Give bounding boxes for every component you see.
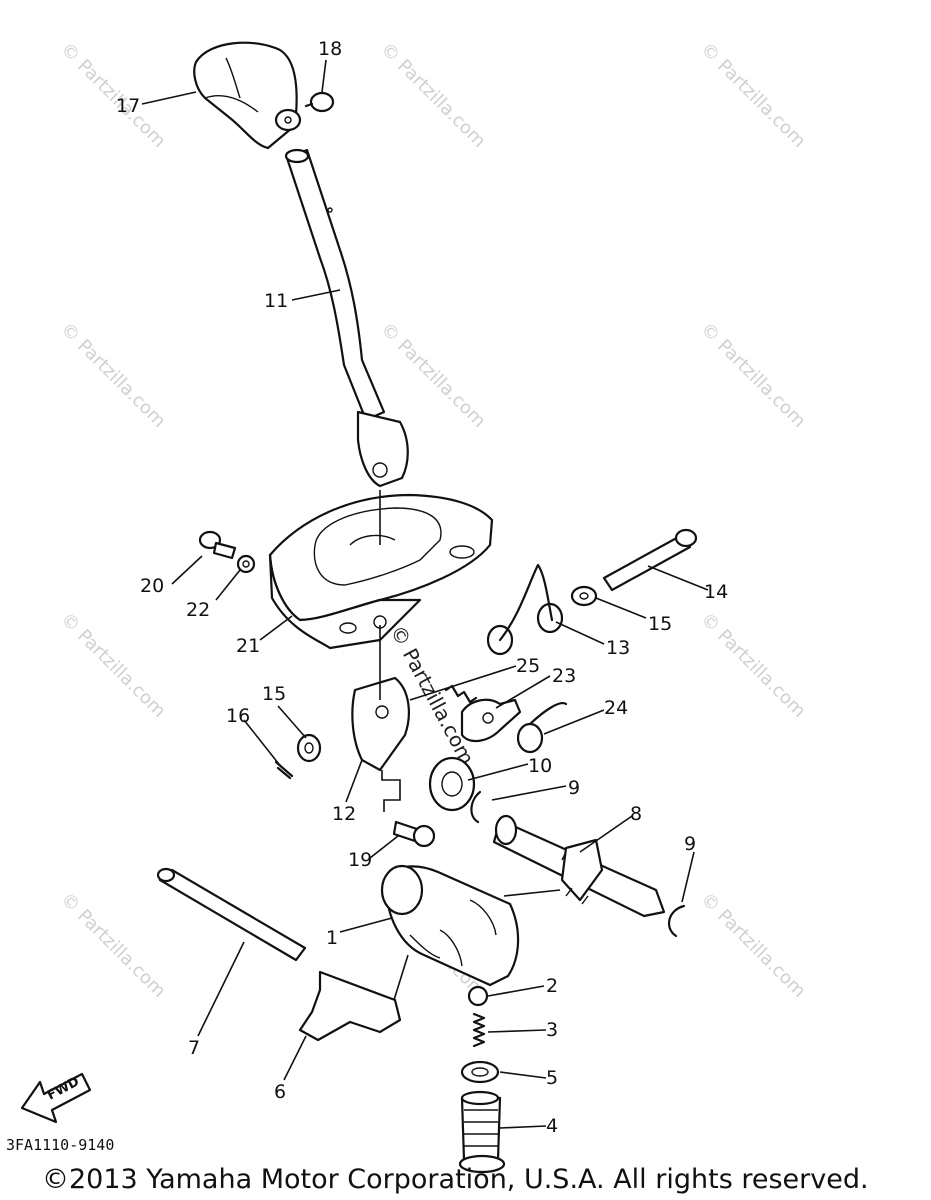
part-4-plug-bolt <box>458 1090 506 1174</box>
callout-24: 24 <box>604 697 628 719</box>
part-20-bolt <box>198 530 237 560</box>
watermark-text: © Partzilla.com <box>696 609 809 722</box>
part-23-stopper <box>460 698 522 743</box>
part-6-shift-fork <box>298 954 409 1042</box>
part-17-shift-knob <box>193 41 302 150</box>
part-19-bolt <box>392 820 436 848</box>
callout-23: 23 <box>552 665 576 687</box>
part-22-washer <box>236 554 256 574</box>
callout-11: 11 <box>264 290 288 312</box>
callout-2: 2 <box>546 975 558 997</box>
watermark-text: © Partzilla.com <box>696 319 809 432</box>
watermark-text: © Partzilla.com <box>376 39 489 152</box>
part-3-spring <box>472 1012 486 1048</box>
part-25-spring-small <box>444 684 478 704</box>
fwd-arrow-icon: FWD <box>20 1072 92 1124</box>
callout-14: 14 <box>704 581 728 603</box>
watermark-text: © Partzilla.com <box>56 39 169 152</box>
watermark-text: © Partzilla.com <box>696 889 809 1002</box>
watermark-text: © Partzilla.com <box>56 319 169 432</box>
callout-9-upper: 9 <box>568 777 580 799</box>
callout-13: 13 <box>606 637 630 659</box>
part-10-bearing <box>428 756 476 812</box>
part-14-pin <box>602 528 698 592</box>
callout-16: 16 <box>226 705 250 727</box>
callout-15-upper: 15 <box>648 613 672 635</box>
callout-22: 22 <box>186 599 210 621</box>
part-24-torsion-spring <box>516 702 568 754</box>
callout-17: 17 <box>116 95 140 117</box>
callout-1: 1 <box>326 927 338 949</box>
watermark-text: © Partzilla.com <box>696 39 809 152</box>
drawing-code: 3FA1110-9140 <box>6 1136 114 1154</box>
part-7-guide-bar <box>156 867 307 962</box>
part-18-screw <box>304 91 335 113</box>
part-2-ball <box>467 985 489 1007</box>
part-15-washer-upper <box>570 585 598 607</box>
callout-12: 12 <box>332 803 356 825</box>
callout-19: 19 <box>348 849 372 871</box>
callout-10: 10 <box>528 755 552 777</box>
callout-3: 3 <box>546 1019 558 1041</box>
leader-lines <box>141 59 709 1129</box>
callout-5: 5 <box>546 1067 558 1089</box>
part-5-washer <box>460 1060 500 1084</box>
callout-7: 7 <box>188 1037 200 1059</box>
watermark-text: © Partzilla.com <box>376 319 489 432</box>
callout-9-right: 9 <box>684 833 696 855</box>
copyright-text: ©2013 Yamaha Motor Corporation, U.S.A. A… <box>42 1164 869 1195</box>
callout-6: 6 <box>274 1081 286 1103</box>
callout-21: 21 <box>236 635 260 657</box>
part-21-shift-gate <box>268 490 494 650</box>
watermark-text: © Partzilla.com <box>56 609 169 722</box>
part-8-shift-shaft <box>492 814 666 918</box>
part-9-circlip-upper <box>470 790 482 824</box>
callout-8: 8 <box>630 803 642 825</box>
watermark-text: © Partzilla.com <box>56 889 169 1002</box>
part-15-washer-lower <box>296 733 322 763</box>
part-1-shift-drum <box>380 864 520 987</box>
part-9-circlip-right <box>667 904 686 938</box>
part-13-spring <box>486 563 564 656</box>
part-11-shift-lever <box>284 148 409 488</box>
callout-20: 20 <box>140 575 164 597</box>
callout-4: 4 <box>546 1115 558 1137</box>
callout-25: 25 <box>516 655 540 677</box>
callout-18: 18 <box>318 38 342 60</box>
part-12-shift-arm <box>351 615 410 812</box>
callout-labels: 17 18 11 20 22 21 14 15 13 25 23 24 15 1… <box>116 38 728 1137</box>
callout-15-lower: 15 <box>262 683 286 705</box>
